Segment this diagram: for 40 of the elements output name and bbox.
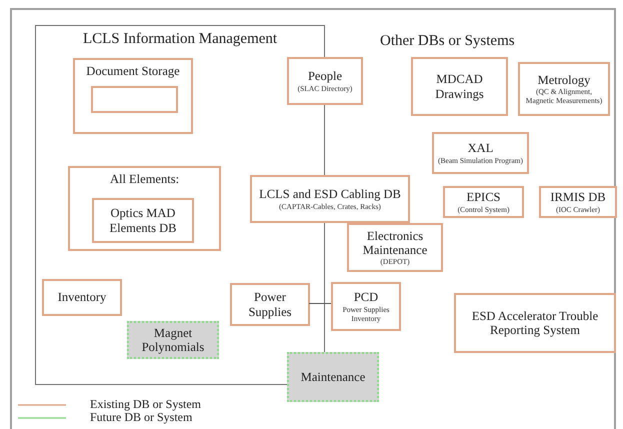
system-box	[73, 58, 193, 134]
legend-text: Existing DB or System	[90, 398, 202, 411]
box-title: PCD	[352, 290, 380, 305]
box-title: Magnet Polynomials	[140, 326, 206, 354]
box-title: Electronics Maintenance	[362, 228, 428, 258]
system-box	[454, 293, 616, 353]
box-title: ESD Accelerator Trouble Reporting System	[470, 308, 600, 338]
system-box	[539, 186, 617, 218]
system-box	[287, 57, 363, 105]
system-box	[92, 198, 194, 243]
box-title: Document Storage	[85, 64, 181, 78]
box-title: IRMIS DB	[549, 190, 607, 205]
system-box	[347, 223, 443, 272]
box-title: Optics MAD Elements DB	[108, 206, 178, 235]
system-box	[443, 186, 524, 218]
system-box	[432, 132, 529, 174]
box-title: Metrology	[536, 72, 592, 88]
system-box	[287, 352, 379, 402]
system-box	[411, 57, 508, 116]
box-title: Maintenance	[300, 370, 366, 384]
section-heading: Other DBs or Systems	[380, 32, 515, 51]
box-title: EPICS	[465, 190, 502, 205]
system-box	[518, 62, 610, 116]
system-box	[42, 279, 122, 316]
empty-box	[91, 86, 178, 113]
box-title: MDCAD Drawings	[434, 72, 485, 101]
system-box	[230, 283, 310, 326]
connector-line	[308, 303, 332, 304]
system-box	[250, 175, 410, 223]
box-title: LCLS Information Management	[82, 30, 278, 49]
box-title: LCLS and ESD Cabling DB	[258, 187, 402, 202]
box-title: All Elements:	[108, 172, 180, 186]
box-title: XAL	[466, 141, 494, 156]
box-title: Power Supplies	[247, 290, 293, 319]
box-title: Inventory	[56, 290, 108, 305]
system-box	[68, 166, 221, 251]
system-box	[331, 282, 401, 331]
legend-text: Future DB or System	[90, 411, 192, 424]
system-box	[127, 321, 219, 359]
box-title: People	[306, 69, 344, 84]
